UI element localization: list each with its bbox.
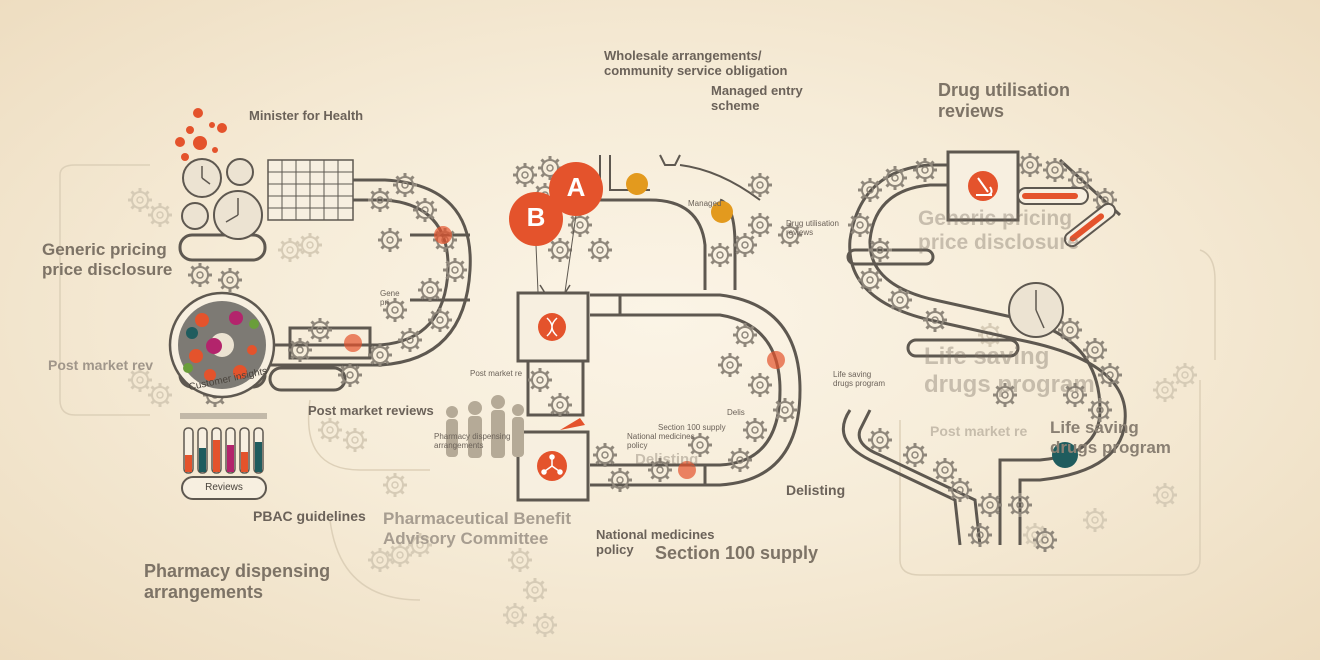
label-national-medicines: National medicines policy [596, 527, 715, 557]
teal-dot [1052, 442, 1078, 468]
tiny-generic: Gene pri [380, 289, 400, 308]
tiny-managed: Managed [688, 199, 722, 208]
label-section-100: Section 100 supply [655, 543, 819, 563]
tiny-drug-utilisation: Drug utilisation reviews [786, 219, 839, 238]
balloon-icon [509, 162, 603, 293]
badge-b: B [526, 202, 546, 232]
amber-dot [711, 201, 733, 223]
badge-a: A [566, 172, 586, 202]
label-post-market-reviews: Post market reviews [308, 403, 434, 418]
ghost-delisting: Delisting [635, 451, 699, 468]
label-minister: Minister for Health [249, 108, 364, 123]
reviews-button[interactable]: Reviews [181, 476, 267, 500]
tiny-delisting: Delis [727, 408, 745, 417]
label-managed-entry: Managed entry scheme [711, 83, 803, 113]
calendar-grid-icon [267, 159, 354, 221]
amber-dot [626, 173, 648, 195]
tiny-section-100: Section 100 supply [658, 423, 726, 432]
orange-splash [175, 108, 227, 161]
ghost-life-saving: Life saving drugs program [924, 343, 1095, 398]
label-wholesale: Wholesale arrangements/ community servic… [604, 48, 788, 78]
label-pharmacy-dispensing: Pharmacy dispensing arrangements [144, 561, 331, 602]
clock-icon [181, 158, 263, 240]
label-post-market-left: Post market rev [48, 357, 154, 373]
label-delisting: Delisting [786, 482, 846, 498]
clock-icon [1008, 282, 1064, 338]
orange-glows [344, 226, 785, 479]
label-pbac-guidelines: PBAC guidelines [253, 508, 366, 524]
label-drug-utilisation: Drug utilisation reviews [938, 80, 1070, 121]
label-generic-pricing: Generic pricing price disclosure [42, 240, 173, 279]
people-silhouettes [446, 395, 524, 458]
molecule-box [516, 418, 590, 502]
test-tube-icon [1017, 187, 1117, 248]
tiny-post-market: Post market re [470, 369, 523, 378]
microscope-box [946, 150, 1020, 222]
tiny-pharmacy: Pharmacy dispensing arrangements [434, 432, 511, 451]
dna-box [516, 284, 590, 363]
label-life-saving-small: Life saving drugs program [833, 370, 886, 389]
ghost-post-market: Post market re [930, 423, 1028, 439]
test-tube-rack-icon [180, 413, 267, 474]
customer-insights-dial [168, 291, 276, 399]
label-life-saving-right: Life saving drugs program [1050, 418, 1171, 457]
ghost-generic-pricing: Generic pricing price disclosure [918, 207, 1080, 255]
tiny-national: National medicines policy [627, 432, 695, 451]
label-pbac-committee: Pharmaceutical Benefit Advisory Committe… [383, 509, 572, 548]
